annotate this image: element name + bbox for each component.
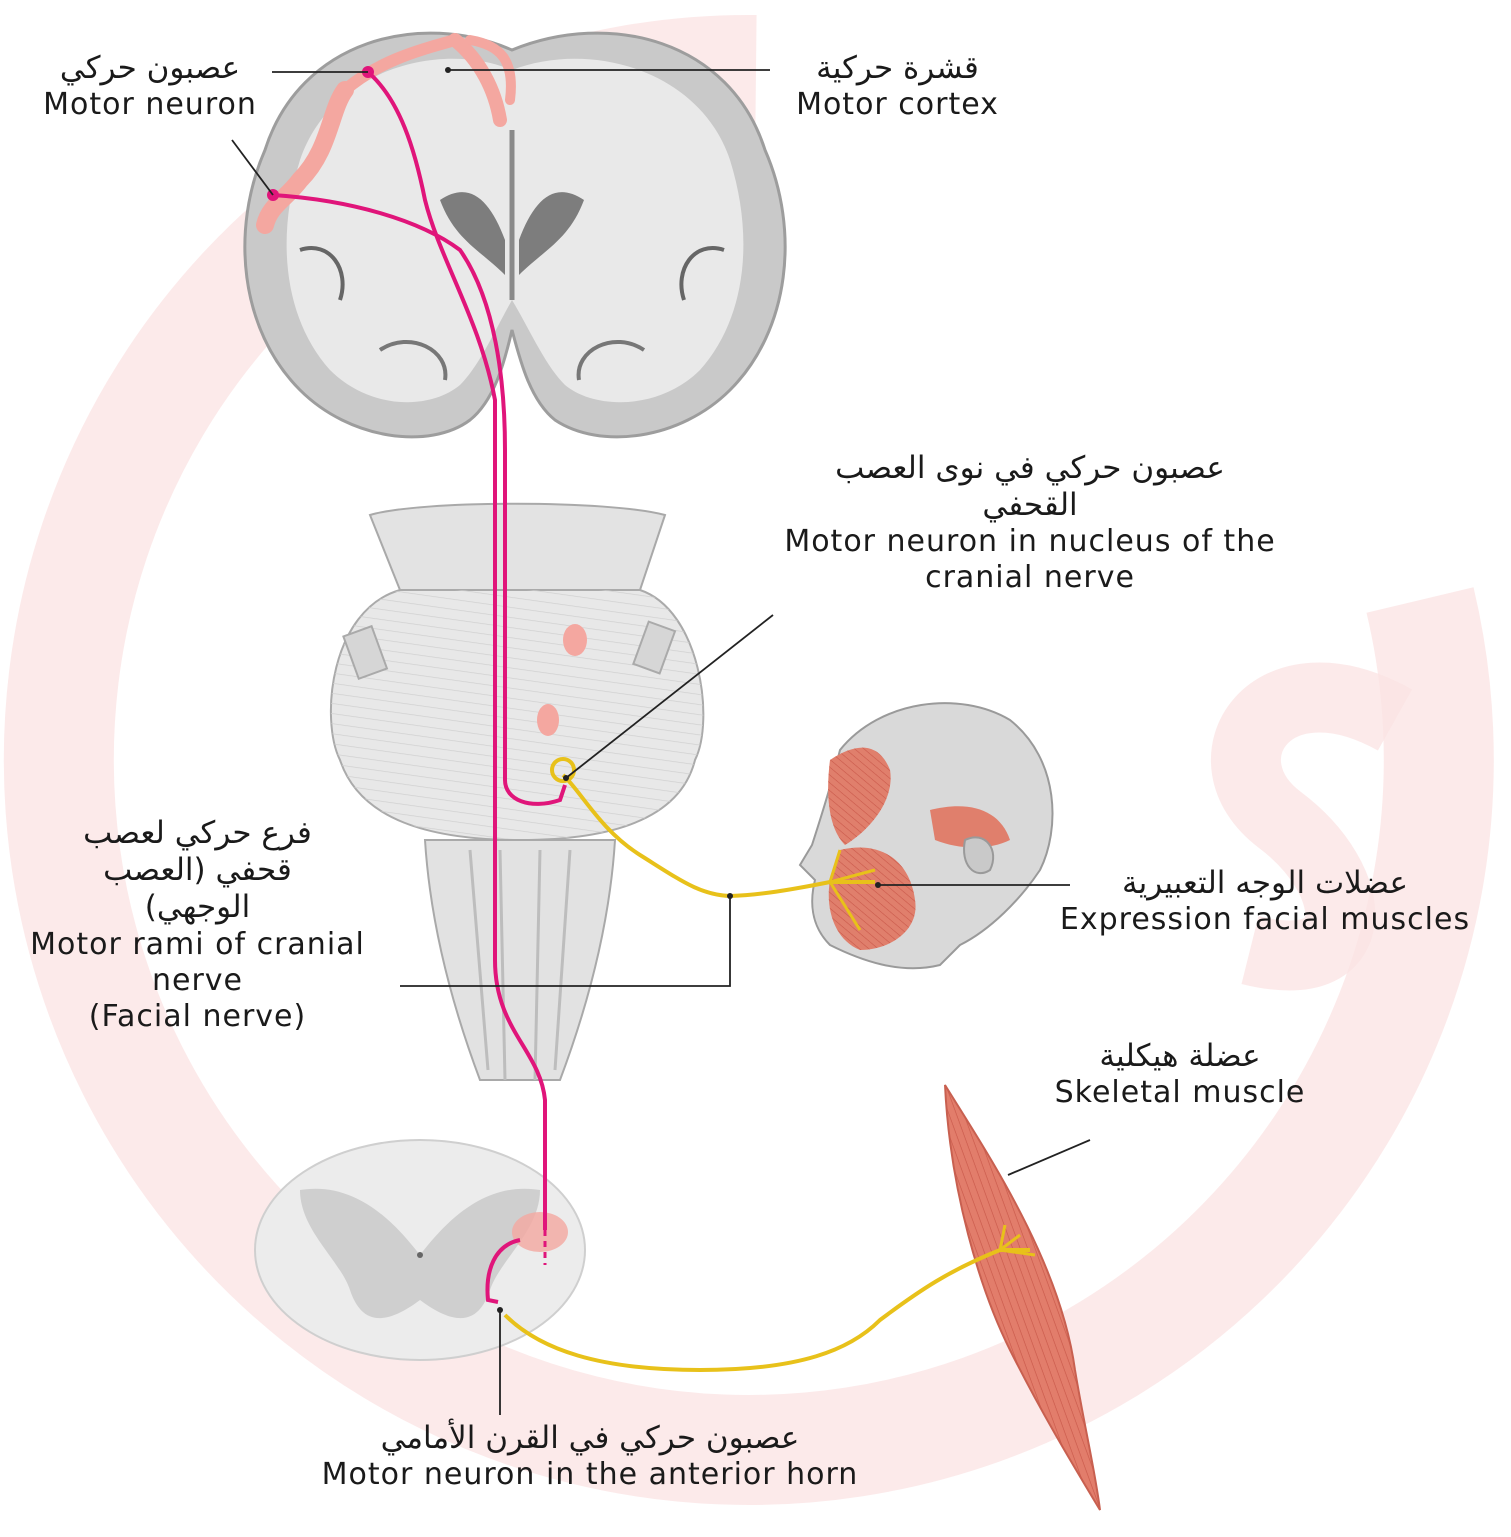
cranial-nucleus-en-1: Motor neuron in nucleus of the <box>735 524 1325 560</box>
head-facial-muscles <box>800 703 1052 968</box>
motor-rami-en-2: nerve <box>0 963 395 999</box>
skeletal-muscle-ar: عضلة هيكلية <box>1030 1038 1330 1075</box>
brain-coronal-section <box>245 33 785 437</box>
label-motor-rami: فرع حركي لعصب قحفي (العصب الوجهي) Motor … <box>0 815 395 1035</box>
anterior-horn-ar: عصبون حركي في القرن الأمامي <box>270 1420 910 1457</box>
motor-neuron-en: Motor neuron <box>30 87 270 123</box>
cranial-nucleus-ar-1: عصبون حركي في نوى العصب <box>735 450 1325 487</box>
facial-muscles-en: Expression facial muscles <box>1025 902 1505 938</box>
motor-rami-ar-2: قحفي (العصب <box>0 852 395 889</box>
motor-rami-ar-3: الوجهي) <box>0 889 395 926</box>
facial-muscles-ar: عضلات الوجه التعبيرية <box>1025 865 1505 902</box>
motor-rami-en-3: (Facial nerve) <box>0 999 395 1035</box>
motor-cortex-en: Motor cortex <box>775 87 1020 123</box>
anterior-horn-en: Motor neuron in the anterior horn <box>270 1457 910 1493</box>
label-anterior-horn: عصبون حركي في القرن الأمامي Motor neuron… <box>270 1420 910 1493</box>
label-motor-cortex: قشرة حركية Motor cortex <box>775 50 1020 123</box>
motor-cortex-ar: قشرة حركية <box>775 50 1020 87</box>
motor-rami-en-1: Motor rami of cranial <box>0 927 395 963</box>
cranial-nucleus-en-2: cranial nerve <box>735 560 1325 596</box>
label-facial-muscles: عضلات الوجه التعبيرية Expression facial … <box>1025 865 1505 938</box>
label-cranial-nucleus: عصبون حركي في نوى العصب القحفي Motor neu… <box>735 450 1325 596</box>
leader-skeletal-muscle <box>1008 1140 1090 1175</box>
motor-rami-ar-1: فرع حركي لعصب <box>0 815 395 852</box>
label-motor-neuron: عصبون حركي Motor neuron <box>30 50 270 123</box>
label-skeletal-muscle: عضلة هيكلية Skeletal muscle <box>1030 1038 1330 1111</box>
skeletal-muscle-en: Skeletal muscle <box>1030 1075 1330 1111</box>
motor-neuron-ar: عصبون حركي <box>30 50 270 87</box>
cranial-nucleus-ar-2: القحفي <box>735 487 1325 524</box>
spinal-cord-section <box>255 1140 585 1360</box>
